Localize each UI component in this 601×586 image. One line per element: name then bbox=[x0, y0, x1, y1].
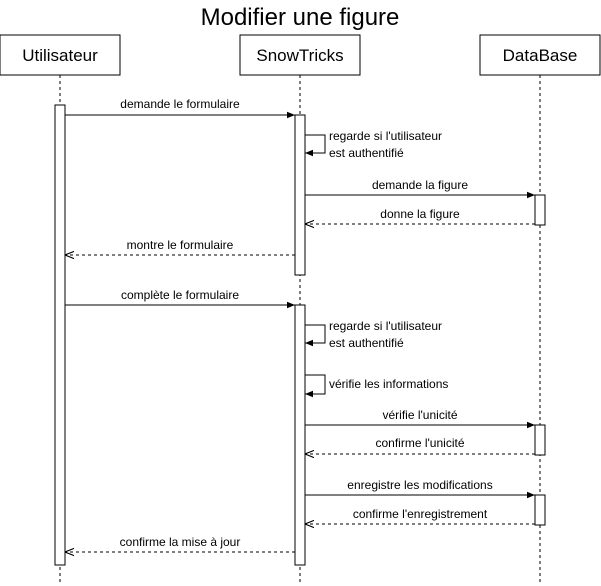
message-label: vérifie les informations bbox=[329, 377, 448, 391]
message-6: complète le formulaire bbox=[65, 288, 295, 309]
message-2: regarde si l'utilisateur est authentifié bbox=[305, 129, 442, 160]
message-label: enregistre les modifications bbox=[347, 478, 492, 492]
activation-db-1 bbox=[534, 194, 546, 226]
message-label: est authentifié bbox=[329, 146, 404, 160]
activation-app-2 bbox=[294, 304, 306, 566]
diagram-title: Modifier une figure bbox=[201, 4, 400, 31]
message-label: montre le formulaire bbox=[127, 238, 234, 252]
message-label: vérifie l'unicité bbox=[383, 408, 458, 422]
message-label: donne la figure bbox=[380, 207, 460, 221]
activation-db-3 bbox=[534, 494, 546, 526]
message-4: donne la figure bbox=[305, 207, 535, 224]
message-label: confirme la mise à jour bbox=[120, 535, 241, 549]
participant-label: Utilisateur bbox=[22, 46, 98, 65]
message-12: confirme l'enregistrement bbox=[305, 507, 535, 524]
message-label: est authentifié bbox=[329, 336, 404, 350]
message-label: regarde si l'utilisateur bbox=[329, 319, 442, 333]
message-5: montre le formulaire bbox=[65, 238, 295, 255]
participant-label: DataBase bbox=[503, 46, 578, 65]
message-label: confirme l'unicité bbox=[376, 436, 465, 450]
message-label: demande la figure bbox=[372, 178, 468, 192]
message-13: confirme la mise à jour bbox=[65, 535, 295, 552]
activation-db-2 bbox=[534, 424, 546, 456]
activation-app-1 bbox=[294, 114, 306, 276]
message-10: confirme l'unicité bbox=[305, 436, 535, 454]
activation-user bbox=[54, 104, 66, 566]
participant-db: DataBase bbox=[479, 34, 601, 76]
message-9: vérifie l'unicité bbox=[305, 408, 535, 429]
participant-user: Utilisateur bbox=[0, 34, 121, 76]
message-7: regarde si l'utilisateur est authentifié bbox=[305, 319, 442, 350]
message-label: complète le formulaire bbox=[121, 288, 239, 302]
message-label: regarde si l'utilisateur bbox=[329, 129, 442, 143]
message-8: vérifie les informations bbox=[305, 374, 448, 398]
participant-label: SnowTricks bbox=[256, 46, 343, 65]
participant-app: SnowTricks bbox=[239, 34, 361, 76]
message-label: demande le formulaire bbox=[120, 97, 240, 111]
message-11: enregistre les modifications bbox=[305, 478, 535, 499]
message-1: demande le formulaire bbox=[65, 97, 295, 119]
message-label: confirme l'enregistrement bbox=[353, 507, 488, 521]
message-3: demande la figure bbox=[305, 178, 535, 199]
